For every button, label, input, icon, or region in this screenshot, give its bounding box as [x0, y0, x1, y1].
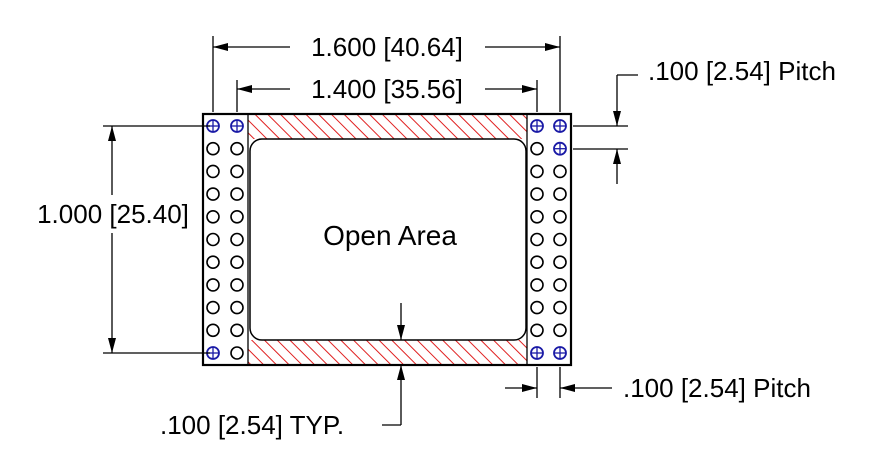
pin-hole [206, 278, 220, 292]
arrowhead [522, 85, 537, 93]
inner-width-label: 1.400 [35.56] [311, 74, 463, 104]
arrowhead [397, 325, 405, 340]
arrowhead [397, 365, 405, 380]
arrowhead [560, 384, 575, 392]
overall-width-label: 1.600 [40.64] [311, 32, 463, 62]
height-label: 1.000 [25.40] [37, 199, 189, 229]
pin-hole [553, 323, 567, 338]
pin-hole [530, 232, 544, 247]
pin-hole [206, 323, 220, 338]
pin-hole [230, 210, 244, 224]
pin-hole [553, 232, 567, 247]
arrowhead [108, 126, 116, 141]
pin-hole [230, 164, 244, 179]
open-area-label: Open Area [323, 220, 457, 251]
pin-hole [553, 255, 567, 270]
pin-hole [206, 255, 220, 270]
arrowhead [545, 43, 560, 51]
arrowhead [213, 43, 228, 51]
pin-hole [530, 210, 544, 224]
pin-grid [206, 119, 567, 360]
board-outline [201, 112, 573, 367]
pin-hole [230, 255, 244, 270]
arrowhead [108, 338, 116, 353]
pin-hole [530, 164, 544, 179]
top-hatched-border [248, 114, 527, 139]
pin-hole [530, 141, 544, 156]
bottom-hatched-border [248, 340, 527, 365]
pin-hole [553, 300, 567, 315]
pin-hole [230, 187, 244, 201]
pin-hole [206, 232, 220, 247]
open-area-outline [249, 138, 527, 341]
pin-hole [230, 300, 244, 315]
pitch-top-label: .100 [2.54] Pitch [648, 56, 836, 86]
arrowhead [237, 85, 252, 93]
arrowhead [613, 149, 621, 164]
pin-hole [206, 164, 220, 179]
pin-hole [553, 210, 567, 224]
pin-hole [530, 187, 544, 201]
pitch-bottom-label: .100 [2.54] Pitch [623, 373, 811, 403]
border-typ-label: .100 [2.54] TYP. [160, 410, 344, 440]
pin-hole [530, 255, 544, 270]
pin-hole [206, 187, 220, 201]
pin-hole [553, 278, 567, 292]
pin-hole [206, 141, 220, 156]
pin-hole [230, 141, 244, 156]
pin-hole [230, 323, 244, 338]
arrowhead [613, 111, 621, 126]
pin-hole [553, 187, 567, 201]
pin-hole [206, 300, 220, 315]
pin-hole [230, 232, 244, 247]
pin-hole [530, 323, 544, 338]
arrowhead [522, 384, 537, 392]
pin-hole [230, 346, 244, 360]
pin-hole [206, 210, 220, 224]
pin-hole [530, 278, 544, 292]
pin-hole [230, 278, 244, 292]
pin-hole [553, 164, 567, 179]
pin-hole [530, 300, 544, 315]
